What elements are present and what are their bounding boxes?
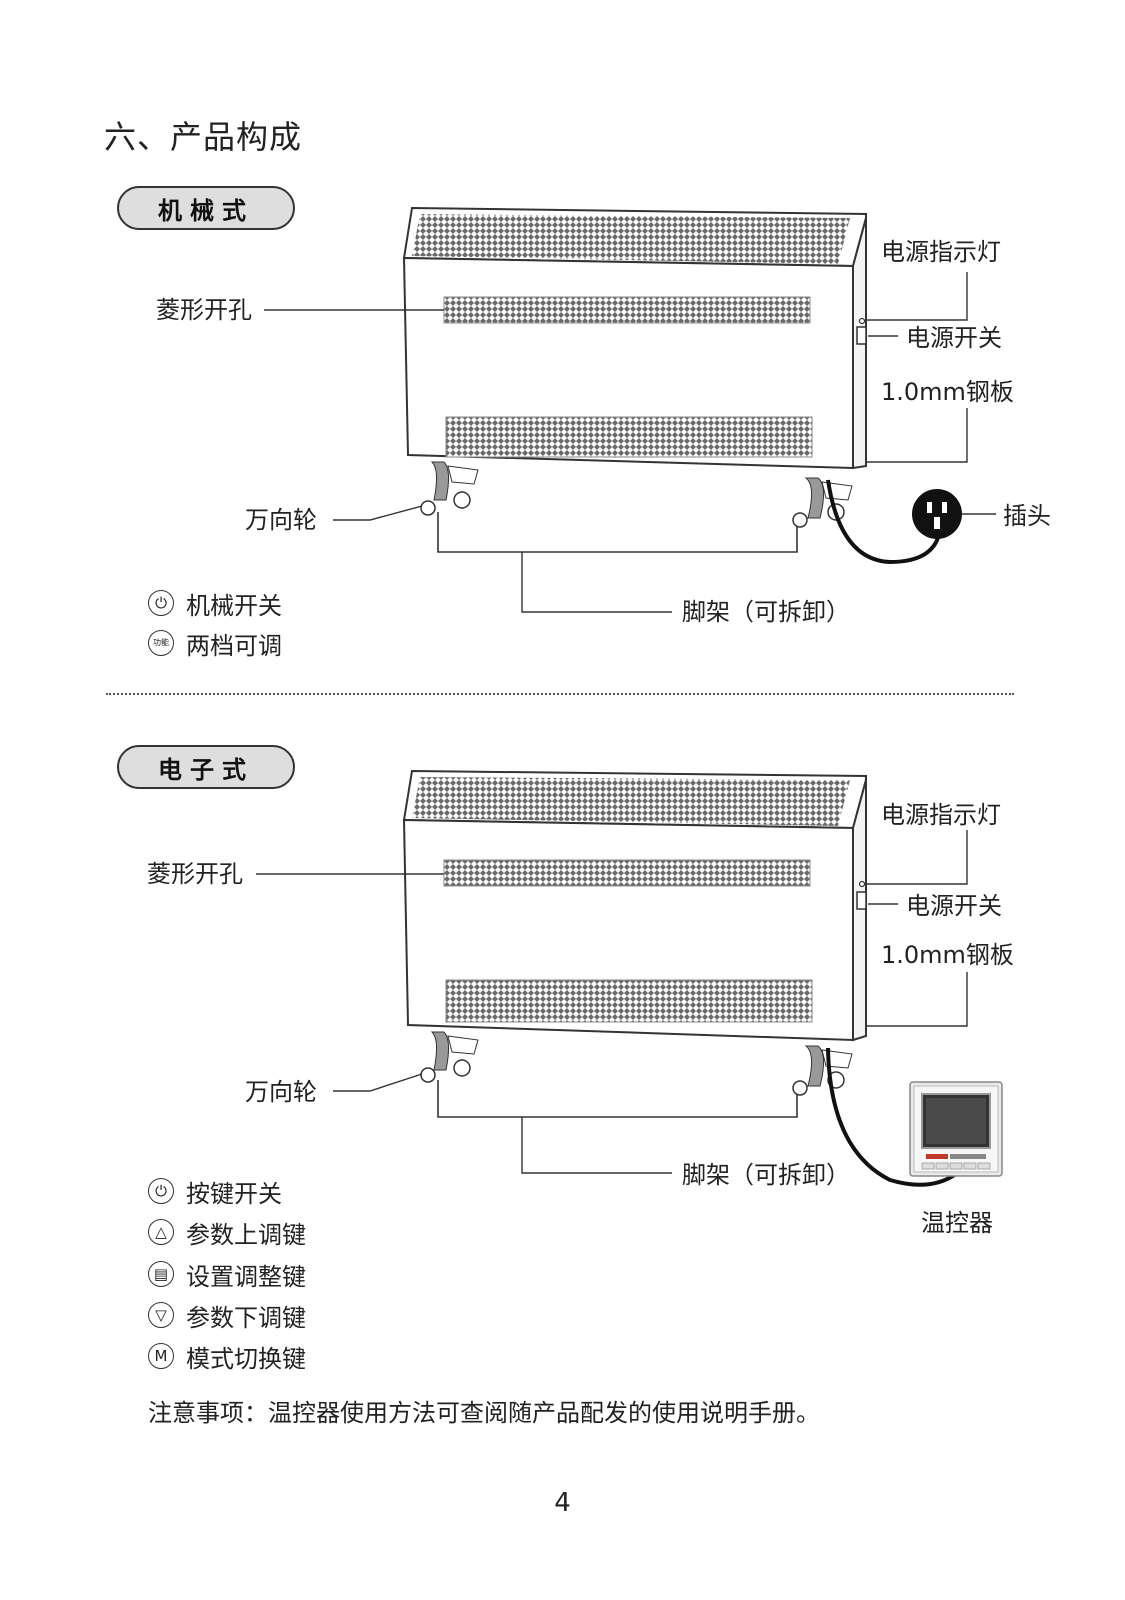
settings-book-icon: ▤ bbox=[148, 1261, 174, 1287]
control-label: 模式切换键 bbox=[186, 1344, 306, 1373]
diamond-holes-lower bbox=[445, 416, 813, 458]
control-row: ▽ 参数下调键 bbox=[148, 1300, 306, 1332]
control-label: 参数下调键 bbox=[186, 1303, 306, 1332]
label-power-switch: 电源开关 bbox=[906, 892, 1002, 920]
leader-lines-mechanical bbox=[264, 272, 996, 613]
label-steel-plate: 1.0mm钢板 bbox=[881, 941, 1014, 969]
label-thermostat: 温控器 bbox=[921, 1209, 993, 1237]
diamond-holes-upper bbox=[443, 859, 811, 887]
heater-electronic bbox=[402, 769, 1003, 1187]
control-row: △ 参数上调键 bbox=[148, 1217, 306, 1249]
page-number: 4 bbox=[554, 1488, 571, 1518]
power-icon: ⏻ bbox=[148, 1178, 174, 1204]
function-icon: 功能 bbox=[148, 630, 174, 656]
leader-lines-electronic bbox=[256, 830, 968, 1174]
heater-mechanical bbox=[402, 206, 962, 565]
thermostat-device bbox=[909, 1081, 1003, 1177]
label-diamond-holes: 菱形开孔 bbox=[147, 860, 243, 888]
label-power-indicator: 电源指示灯 bbox=[881, 801, 1001, 829]
control-row: ⏻ 机械开关 bbox=[148, 588, 282, 620]
electronic-tag: 电子式 bbox=[117, 745, 295, 789]
diamond-holes-lower bbox=[445, 979, 813, 1023]
section-divider bbox=[106, 693, 1014, 695]
control-label: 两档可调 bbox=[186, 631, 282, 660]
label-power-indicator: 电源指示灯 bbox=[881, 238, 1001, 266]
label-stand: 脚架（可拆卸） bbox=[682, 598, 850, 626]
label-stand: 脚架（可拆卸） bbox=[682, 1161, 850, 1189]
diamond-holes-upper bbox=[443, 296, 811, 324]
mechanical-tag: 机械式 bbox=[117, 186, 295, 230]
label-power-switch: 电源开关 bbox=[906, 324, 1002, 352]
section-title: 六、产品构成 bbox=[104, 118, 303, 156]
label-diamond-holes: 菱形开孔 bbox=[156, 296, 252, 324]
control-label: 机械开关 bbox=[186, 591, 282, 620]
label-steel-plate: 1.0mm钢板 bbox=[881, 378, 1014, 406]
down-triangle-icon: ▽ bbox=[148, 1302, 174, 1328]
control-label: 设置调整键 bbox=[186, 1262, 306, 1291]
mode-icon: M bbox=[148, 1343, 174, 1369]
control-row: ⏻ 按键开关 bbox=[148, 1176, 282, 1208]
control-row: M 模式切换键 bbox=[148, 1341, 306, 1373]
power-icon: ⏻ bbox=[148, 590, 174, 616]
label-casters: 万向轮 bbox=[245, 506, 317, 534]
control-label: 参数上调键 bbox=[186, 1220, 306, 1249]
control-row: 功能 两档可调 bbox=[148, 628, 282, 660]
control-label: 按键开关 bbox=[186, 1179, 282, 1208]
label-plug: 插头 bbox=[1003, 502, 1051, 530]
usage-note: 注意事项：温控器使用方法可查阅随产品配发的使用说明手册。 bbox=[148, 1399, 820, 1427]
plug-icon bbox=[912, 489, 962, 539]
control-row: ▤ 设置调整键 bbox=[148, 1259, 306, 1291]
up-triangle-icon: △ bbox=[148, 1219, 174, 1245]
label-casters: 万向轮 bbox=[245, 1078, 317, 1106]
